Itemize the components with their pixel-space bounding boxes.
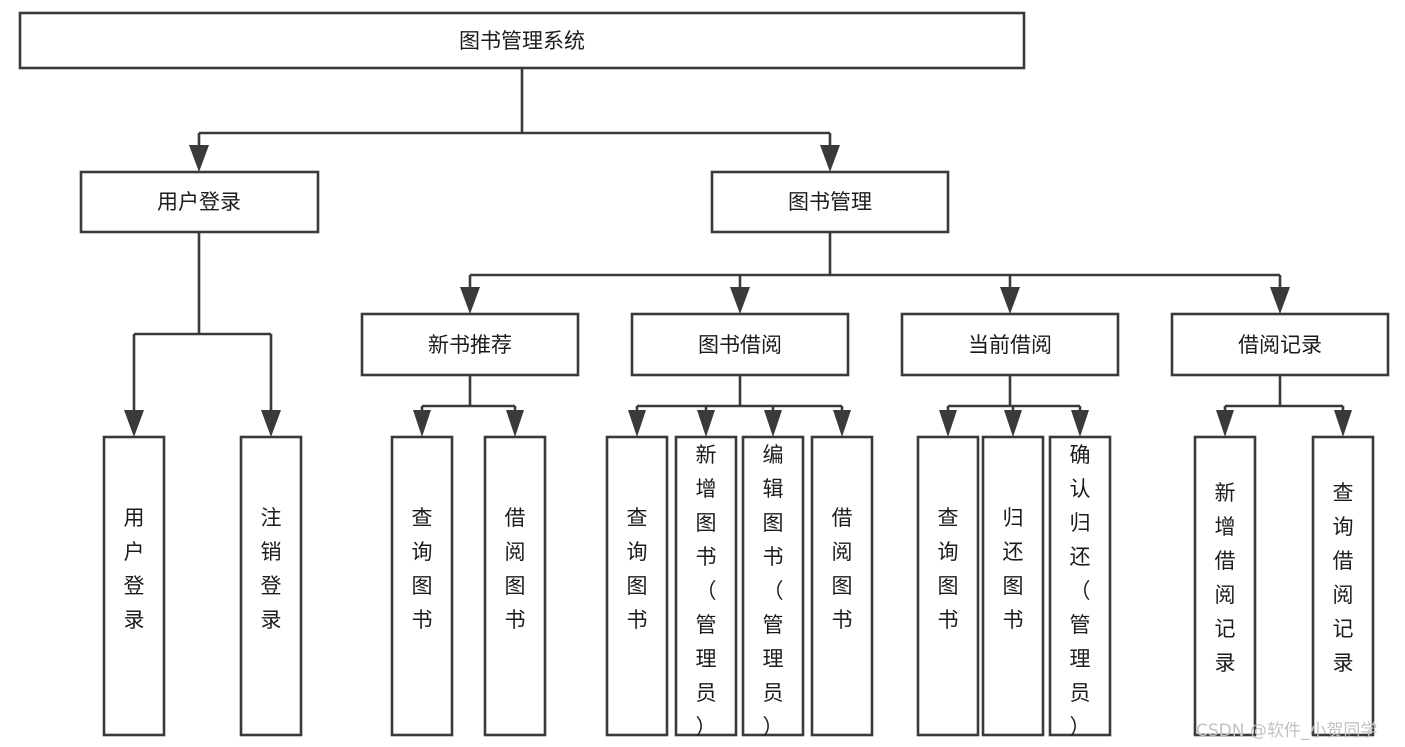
node-current-borrow-label: 当前借阅 [968,333,1052,357]
node-book-management-label: 图书管理 [788,190,872,214]
node-root-label: 图书管理系统 [459,29,585,53]
arrow-head-icon [460,287,480,314]
leaf-box[interactable] [239,435,303,737]
arrow-head-icon [124,410,144,437]
leaf-box[interactable] [981,435,1045,737]
leaf-label-current-borrow-2: 确认归还（管理员） [1070,443,1091,739]
leaf-current-borrow-0[interactable]: 查询图书 [916,435,980,737]
node-book-borrow[interactable]: 图书借阅 [630,312,850,377]
leaf-box[interactable] [1193,435,1257,737]
arrow-head-icon [730,287,750,314]
node-user-login[interactable]: 用户登录 [79,170,320,234]
leaf-book-borrow-1[interactable]: 新增图书（管理员） [674,435,738,739]
arrow-head-icon [189,145,209,172]
connector-borrow-record-to-leaves [1216,375,1352,437]
arrow-head-icon [1000,287,1020,314]
arrow-head-icon [1270,287,1290,314]
node-borrow-record-label: 借阅记录 [1238,333,1322,357]
node-borrow-record[interactable]: 借阅记录 [1170,312,1390,377]
leaf-label-user-login-1: 注销登录 [261,506,282,632]
leaf-box[interactable] [483,435,547,737]
leaf-box[interactable] [741,435,805,737]
node-current-borrow-box[interactable] [900,312,1120,377]
leaf-new-book-recommend-0[interactable]: 查询图书 [390,435,454,737]
node-user-login-box[interactable] [79,170,320,234]
watermark-text: CSDN @软件_小贺同学 [1196,721,1377,741]
arrow-head-icon [1071,410,1089,437]
arrow-head-icon [506,410,524,437]
node-book-borrow-label: 图书借阅 [698,333,782,357]
leaf-borrow-record-1[interactable]: 查询借阅记录 [1311,435,1375,737]
arrow-head-icon [628,410,646,437]
leaf-label-user-login-0: 用户登录 [124,506,145,632]
leaf-label-book-borrow-2: 编辑图书（管理员） [763,443,784,739]
leaf-new-book-recommend-1[interactable]: 借阅图书 [483,435,547,737]
leaf-box[interactable] [102,435,166,737]
node-book-management[interactable]: 图书管理 [710,170,950,234]
arrow-head-icon [939,410,957,437]
arrow-head-icon [1216,410,1234,437]
connector-new-book-recommend-to-leaves [413,375,524,437]
leaf-box[interactable] [1311,435,1375,737]
node-root[interactable]: 图书管理系统 [18,11,1026,70]
arrow-head-icon [1334,410,1352,437]
node-new-book-recommend[interactable]: 新书推荐 [360,312,580,377]
node-root-box[interactable] [18,11,1026,70]
leaf-label-book-borrow-0: 查询图书 [627,506,648,632]
node-new-book-recommend-box[interactable] [360,312,580,377]
connector-book-borrow-to-leaves [628,375,851,437]
connector-current-borrow-to-leaves [939,375,1089,437]
leaf-user-login-0[interactable]: 用户登录 [102,435,166,737]
arrow-head-icon [697,410,715,437]
node-current-borrow[interactable]: 当前借阅 [900,312,1120,377]
leaf-label-new-book-recommend-0: 查询图书 [412,506,433,632]
leaf-borrow-record-0[interactable]: 新增借阅记录 [1193,435,1257,737]
leaf-book-borrow-0[interactable]: 查询图书 [605,435,669,737]
connector-user-login-to-leaves [124,232,281,437]
leaf-label-borrow-record-0: 新增借阅记录 [1215,481,1236,675]
arrow-head-icon [413,410,431,437]
leaf-label-book-borrow-1: 新增图书（管理员） [696,443,717,739]
arrow-head-icon [820,145,840,172]
leaf-user-login-1[interactable]: 注销登录 [239,435,303,737]
leaf-box[interactable] [1048,435,1112,737]
leaf-label-book-borrow-3: 借阅图书 [832,506,853,632]
leaf-box[interactable] [674,435,738,737]
arrow-head-icon [764,410,782,437]
leaf-box[interactable] [810,435,874,737]
leaf-box[interactable] [916,435,980,737]
leaf-current-borrow-1[interactable]: 归还图书 [981,435,1045,737]
arrow-head-icon [833,410,851,437]
leaf-box[interactable] [390,435,454,737]
leaf-label-new-book-recommend-1: 借阅图书 [505,506,526,632]
connector-book-management-to-level3 [460,232,1290,314]
node-new-book-recommend-label: 新书推荐 [428,333,512,357]
connector-root-to-level2 [189,68,840,172]
arrow-head-icon [261,410,281,437]
leaf-current-borrow-2[interactable]: 确认归还（管理员） [1048,435,1112,739]
leaf-book-borrow-2[interactable]: 编辑图书（管理员） [741,435,805,739]
node-user-login-label: 用户登录 [157,190,241,214]
leaf-label-borrow-record-1: 查询借阅记录 [1333,481,1354,675]
arrow-head-icon [1004,410,1022,437]
leaf-book-borrow-3[interactable]: 借阅图书 [810,435,874,737]
leaf-label-current-borrow-0: 查询图书 [938,506,959,632]
leaf-label-current-borrow-1: 归还图书 [1003,506,1024,632]
leaf-box[interactable] [605,435,669,737]
